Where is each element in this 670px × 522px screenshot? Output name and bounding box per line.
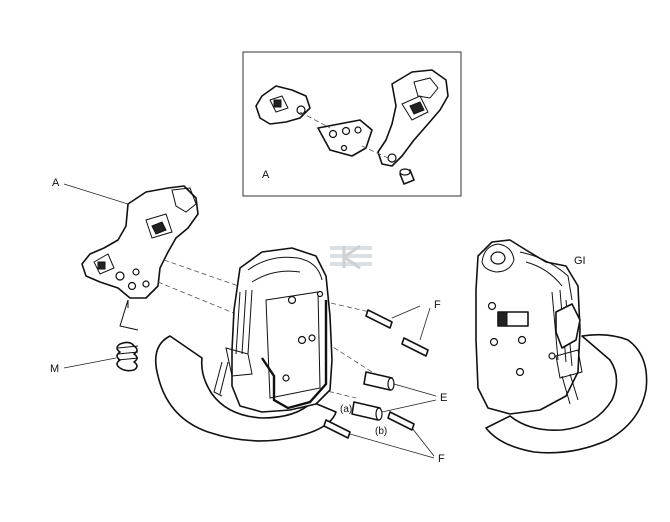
inset-latch-part [255,85,311,125]
label-b-small: (b) [375,426,387,437]
bushing-e-1 [363,371,395,391]
pin-f-top-1 [365,309,393,329]
label-f-bottom: F [438,453,445,465]
inset-label-a: A [262,169,270,181]
pin-f-top-2 [401,337,429,357]
label-m: M [50,363,59,375]
watermark-logo [330,244,372,270]
pin-f-bottom-1 [387,411,415,431]
spring-m [116,299,139,372]
hook-body-right [475,239,648,454]
latch-assembly-a [81,185,199,308]
label-a-small: (a) [340,404,352,415]
inset-bushing-part [399,168,415,185]
pin-f-bottom-2 [323,419,351,439]
label-a: A [52,177,60,189]
label-gi: GI [574,255,586,267]
label-f-top: F [434,299,441,311]
inset-hook-latch-part [377,69,449,167]
inset-panel: A [242,51,462,197]
hook-body-center [154,247,337,442]
bushing-e-2 [351,401,383,421]
label-e: E [440,392,447,404]
